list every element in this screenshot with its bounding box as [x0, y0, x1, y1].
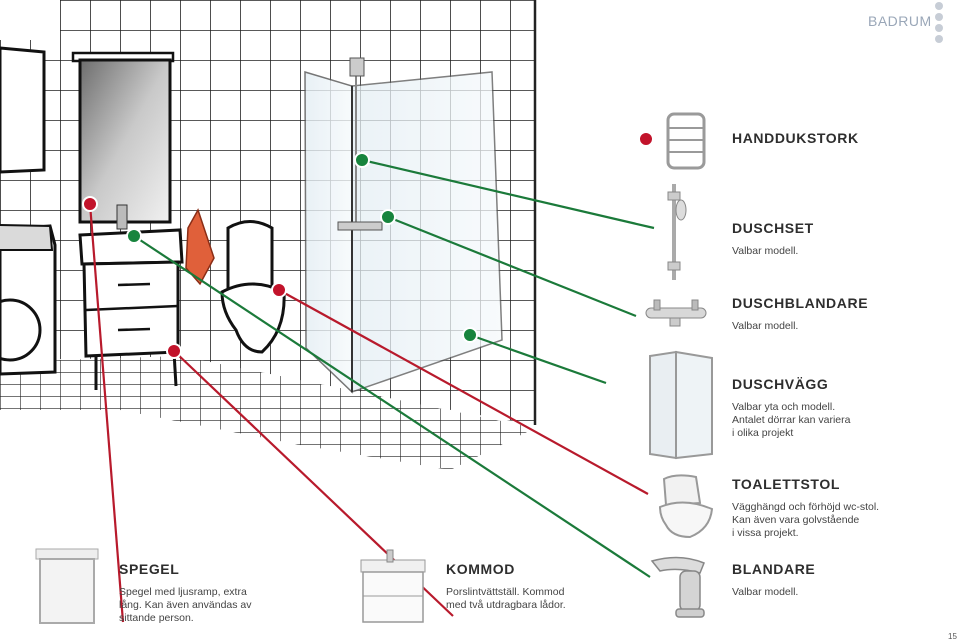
dot-3	[935, 24, 943, 32]
marker-red-handdukstork	[638, 131, 654, 147]
mirror	[71, 51, 175, 224]
product-title: KOMMOD	[446, 561, 515, 577]
product-title: TOALETTSTOL	[732, 476, 840, 492]
toilet	[220, 220, 286, 354]
marker-green-duschvagg	[462, 327, 478, 343]
mirror-cabinet-image	[35, 548, 99, 624]
product-spegel: SPEGEL Spegel med ljusramp, extra lång. …	[119, 561, 252, 625]
dot-4	[935, 35, 943, 43]
pagination-dots	[935, 2, 949, 46]
product-title: DUSCHSET	[732, 220, 814, 236]
marker-green-duschset	[354, 152, 370, 168]
vanity-image	[360, 549, 426, 623]
dot-1	[935, 2, 943, 10]
green-leader-lines	[133, 158, 655, 578]
product-description: Vägghängd och förhöjd wc-stol. Kan även …	[732, 501, 880, 539]
towel-rail-image	[666, 112, 706, 170]
product-blandare: BLANDARE Valbar modell.	[732, 561, 815, 599]
product-title: HANDDUKSTORK	[732, 130, 859, 146]
marker-green-blandare	[126, 228, 142, 244]
dot-2	[935, 13, 943, 21]
shower-set-image	[667, 184, 687, 280]
product-kommod: KOMMOD Porslintvättställ. Kommod med två…	[446, 561, 566, 612]
product-title: DUSCHBLANDARE	[732, 295, 869, 311]
page-number: 15	[948, 632, 957, 641]
product-description: Porslintvättställ. Kommod med två utdrag…	[446, 586, 566, 611]
product-title: DUSCHVÄGG	[732, 376, 829, 392]
shower-wall-image	[649, 350, 713, 460]
product-duschset: DUSCHSET Valbar modell.	[732, 220, 814, 258]
marker-red-spegel	[82, 196, 98, 212]
floor-tiles	[0, 356, 535, 470]
product-handdukstork: HANDDUKSTORK	[732, 130, 859, 155]
tall-cabinet	[0, 46, 46, 174]
markers	[82, 131, 654, 359]
section-label: BADRUM	[868, 13, 932, 29]
marker-red-kommod	[166, 343, 182, 359]
shower-mixer-image	[645, 299, 707, 327]
product-description: Spegel med ljusramp, extra lång. Kan äve…	[119, 586, 252, 624]
product-title: SPEGEL	[119, 561, 180, 577]
product-title: BLANDARE	[732, 561, 816, 577]
towel	[185, 208, 215, 286]
product-description: Valbar modell.	[732, 245, 799, 257]
product-toalettstol: TOALETTSTOL Vägghängd och förhöjd wc-sto…	[732, 476, 879, 540]
product-description: Valbar yta och modell. Antalet dörrar ka…	[732, 401, 851, 439]
product-duschvagg: DUSCHVÄGG Valbar yta och modell. Antalet…	[732, 376, 850, 440]
product-description: Valbar modell.	[732, 586, 799, 598]
washing-machine	[0, 224, 57, 376]
product-description: Valbar modell.	[732, 320, 799, 332]
marker-red-toalettstol	[271, 282, 287, 298]
toilet-image	[658, 474, 714, 539]
marker-green-duschblandare	[380, 209, 396, 225]
faucet-image	[650, 556, 705, 618]
product-duschblandare: DUSCHBLANDARE Valbar modell.	[732, 295, 868, 333]
